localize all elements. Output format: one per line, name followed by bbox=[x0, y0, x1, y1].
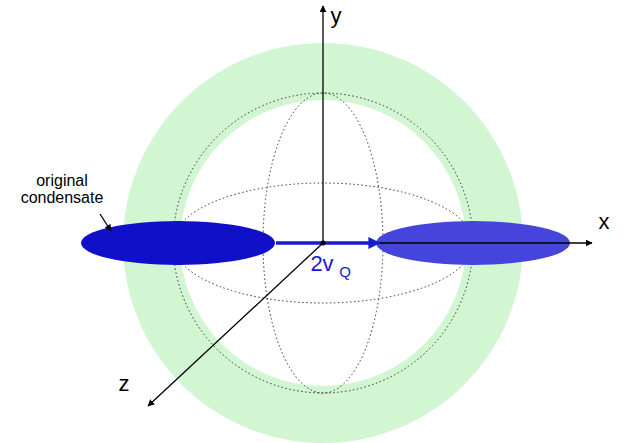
velocity-arrow bbox=[276, 241, 378, 245]
origin-dot bbox=[321, 241, 326, 246]
velocity-label: 2v bbox=[310, 252, 333, 275]
velocity-subscript: Q bbox=[339, 264, 351, 280]
axis-label: z bbox=[119, 372, 130, 395]
axis-label: x bbox=[599, 210, 610, 233]
leader-arrow bbox=[100, 214, 111, 231]
axis-label: y bbox=[331, 4, 342, 27]
callout-label: original condensate bbox=[7, 173, 117, 207]
axes bbox=[148, 6, 592, 406]
original-condensate bbox=[81, 221, 275, 265]
